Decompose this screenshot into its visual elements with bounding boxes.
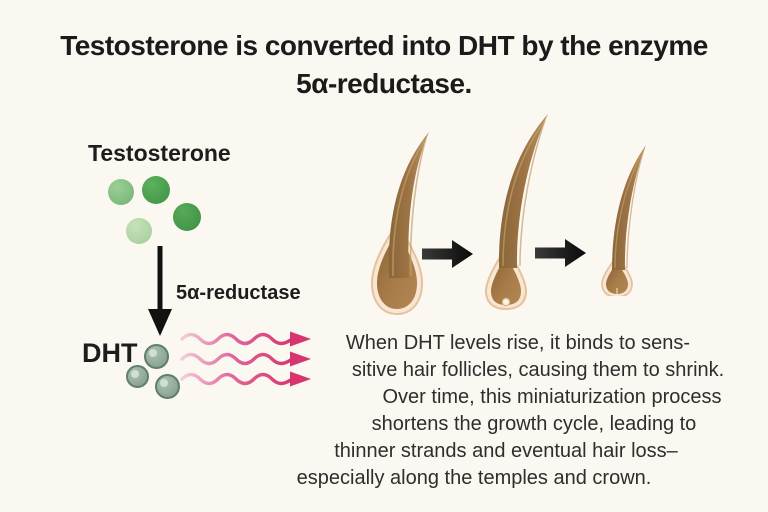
stage-arrow-icon — [422, 240, 473, 268]
testosterone-molecule-icon — [142, 176, 170, 204]
hair-follicle-medium-icon — [484, 114, 548, 310]
testosterone-molecule-icon — [126, 218, 152, 244]
hair-follicle-small-icon — [601, 145, 646, 296]
caption-line: Over time, this miniaturization process — [382, 386, 722, 408]
page-title-line-1: Testosterone is converted into DHT by th… — [60, 30, 708, 61]
caption-text: When DHT levels rise, it binds to sens- … — [283, 330, 765, 492]
enzyme-label: 5α-reductase — [176, 282, 301, 304]
stage-arrow-icon — [535, 239, 586, 267]
sphere-highlight — [149, 349, 157, 357]
testosterone-molecule-icon — [173, 203, 201, 231]
dht-molecule-icon — [155, 374, 180, 399]
dht-label: DHT — [82, 338, 138, 368]
testosterone-molecule-icon — [108, 179, 134, 205]
dht-molecule-icon — [126, 365, 149, 388]
caption-line: When DHT levels rise, it binds to sens- — [345, 332, 691, 354]
dht-molecule-icon — [144, 344, 169, 369]
caption-line: thinner strands and eventual hair loss– — [334, 440, 678, 462]
sphere-highlight — [160, 379, 168, 387]
sphere-highlight — [131, 370, 139, 378]
caption-line: shortens the growth cycle, leading to — [371, 413, 697, 435]
testosterone-label: Testosterone — [88, 140, 231, 166]
caption-line: especially along the temples and crown. — [296, 467, 652, 489]
page-title-line-2: 5α-reductase. — [296, 68, 472, 99]
dht-signal-arrows-icon — [180, 331, 313, 388]
hair-follicle-large-icon — [370, 132, 429, 316]
conversion-arrow-icon — [148, 246, 172, 336]
caption-line: sitive hair follicles, causing them to s… — [351, 359, 725, 381]
